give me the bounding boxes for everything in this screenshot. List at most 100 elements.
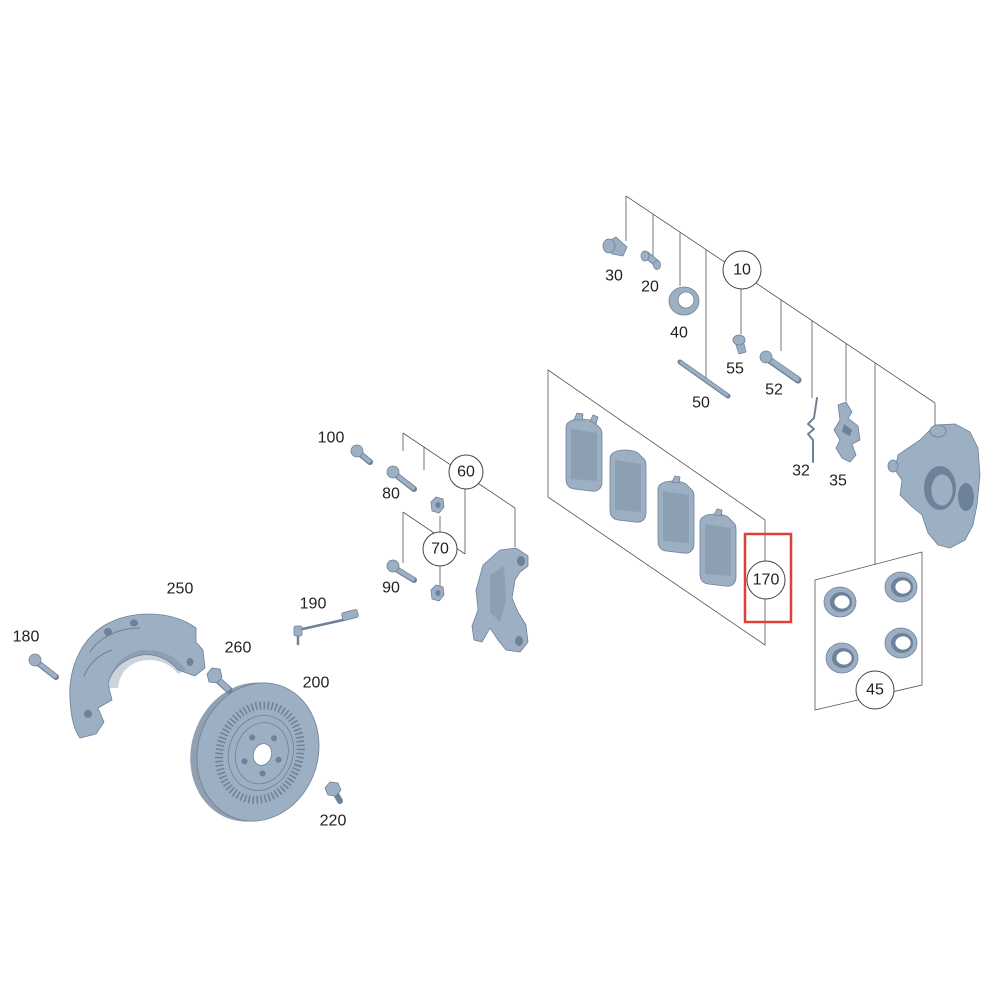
pad-clip-tab <box>573 412 584 421</box>
caliper-bracket-recess <box>490 566 506 622</box>
seal-ring-4 <box>884 627 918 659</box>
part-250-dust-shield <box>69 613 206 739</box>
part-90-bolt <box>386 559 417 583</box>
part-30-screw <box>602 236 628 257</box>
part-260-bolt <box>206 667 233 694</box>
bolt-55-head <box>732 334 746 346</box>
dust-shield-hole <box>84 710 92 718</box>
seal-bore <box>894 635 912 651</box>
bolt-52-shank <box>766 356 800 382</box>
bleed-screw-cap <box>640 250 650 262</box>
dust-shield-hole <box>186 658 194 666</box>
callout-20[interactable]: 20 <box>641 279 659 296</box>
leader-lines-caliper-kit <box>625 195 936 565</box>
callout-bubble-60[interactable]: 60 <box>448 454 484 490</box>
brake-pad-4 <box>699 508 737 587</box>
dust-shield-hole <box>104 628 112 636</box>
dust-shield-plate <box>69 613 206 739</box>
callout-bubble-70[interactable]: 70 <box>422 531 458 567</box>
callout-190[interactable]: 190 <box>300 596 327 613</box>
spring-clip-35-notch <box>842 424 852 436</box>
seal-ring-1 <box>823 586 857 618</box>
caliper-mount-ear <box>929 424 947 438</box>
brake-pad-2 <box>609 449 647 523</box>
callout-45[interactable]: 45 <box>866 682 884 699</box>
part-32-wire-spring <box>807 397 818 463</box>
seal-bore <box>835 650 853 666</box>
callout-52[interactable]: 52 <box>765 382 783 399</box>
callout-180[interactable]: 180 <box>13 629 40 646</box>
pad-clip-tab <box>589 414 599 425</box>
brake-disc-center-bore <box>252 743 273 766</box>
bolt-220-head <box>324 781 342 797</box>
callout-220[interactable]: 220 <box>320 813 347 830</box>
seal-ring-3 <box>825 642 859 674</box>
caliper-piston-bore-2 <box>958 483 974 511</box>
callout-bubble-45[interactable]: 45 <box>855 670 895 710</box>
callout-50[interactable]: 50 <box>692 395 710 412</box>
callout-40[interactable]: 40 <box>670 325 688 342</box>
part-220-bolt <box>324 781 343 804</box>
callout-circle <box>722 250 762 290</box>
callout-200[interactable]: 200 <box>303 675 330 692</box>
dust-shield-hole <box>130 619 138 627</box>
pad-backing-plate <box>609 449 647 523</box>
bolt-90-head <box>386 559 400 573</box>
callout-260[interactable]: 260 <box>225 640 252 657</box>
callout-60[interactable]: 60 <box>457 464 475 481</box>
seal-set-frame-45 <box>814 551 923 711</box>
callout-30[interactable]: 30 <box>605 268 623 285</box>
wear-sensor-cable <box>296 618 345 646</box>
pad-friction-face <box>571 429 597 481</box>
callout-35[interactable]: 35 <box>829 473 847 490</box>
bolt-260-shank <box>216 678 231 692</box>
part-20-bleed-screw <box>640 250 661 270</box>
brake-disc-vent-ring <box>215 701 305 804</box>
bolt-100-head <box>350 444 364 458</box>
seal-bore <box>894 579 912 595</box>
caliper-bracket-hole-lower <box>515 636 523 646</box>
pad-set-frame-170 <box>547 369 766 646</box>
callout-70[interactable]: 70 <box>431 541 449 558</box>
callout-250[interactable]: 250 <box>167 581 194 598</box>
callout-55[interactable]: 55 <box>726 361 744 378</box>
part-52-bolt <box>759 350 802 384</box>
callout-32[interactable]: 32 <box>792 463 810 480</box>
callout-circle <box>855 670 895 710</box>
caliper-piston-1 <box>930 473 954 507</box>
callout-100[interactable]: 100 <box>318 430 345 447</box>
wear-sensor-plug <box>293 625 303 637</box>
selection-highlight-box <box>743 532 793 624</box>
brake-disc-bolt-hole <box>271 735 278 742</box>
bolt-80-head <box>386 465 400 479</box>
dust-shield-rib <box>83 627 141 677</box>
wire-spring-32 <box>807 397 818 463</box>
callout-10[interactable]: 10 <box>733 262 751 279</box>
part-40-ring <box>668 286 700 316</box>
callout-bubble-10[interactable]: 10 <box>722 250 762 290</box>
screw-30-head <box>602 238 616 254</box>
callout-80[interactable]: 80 <box>382 486 400 503</box>
bolt-180-shank <box>37 661 57 678</box>
callout-90[interactable]: 90 <box>382 580 400 597</box>
part-50-pin <box>677 359 731 399</box>
bolt-80-shank <box>395 473 415 490</box>
caliper-bracket-hole-upper <box>517 556 525 566</box>
pad-clip-tab <box>671 475 681 484</box>
caliper-bracket <box>471 547 529 653</box>
ring-40-hole <box>677 291 695 309</box>
bolt-180-head <box>28 653 42 667</box>
part-45-seal-set <box>823 571 918 674</box>
part-190-wear-sensor <box>293 609 359 646</box>
bolt-260-head <box>206 667 223 684</box>
pad-backing-plate <box>657 480 695 554</box>
bolt-90-shank <box>395 567 415 581</box>
callout-170[interactable]: 170 <box>753 572 780 589</box>
callout-bubble-170[interactable]: 170 <box>746 560 786 600</box>
nut-lower-bore <box>435 590 441 596</box>
brake-disc-bolt-hole <box>241 758 248 765</box>
part-200-brake-disc <box>190 682 320 822</box>
dust-shield-flange <box>108 650 186 688</box>
pad-backing-plate <box>699 513 737 587</box>
